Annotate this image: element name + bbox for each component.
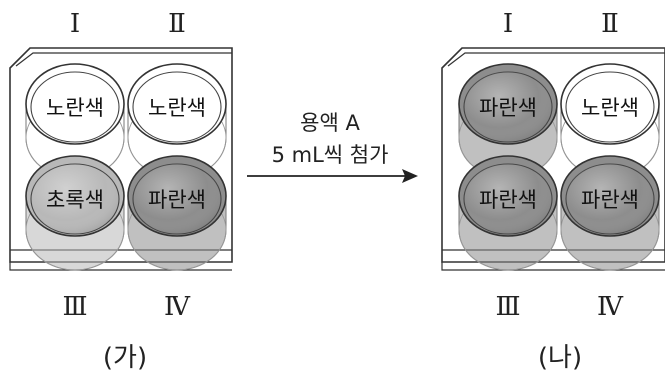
reagent-arrow: 용액 A 5 mL씩 첨가 <box>247 111 418 183</box>
well-III-label: 초록색 <box>46 188 104 212</box>
arrow-text-line2: 5 mL씩 첨가 <box>272 143 389 167</box>
panel-b-row-label-1: Ⅲ <box>495 292 520 322</box>
well-IV: 파란색 <box>127 155 227 271</box>
well-II: 노란색 <box>560 63 660 179</box>
panel-b-row-label-2: Ⅳ <box>597 292 624 322</box>
well-II-label: 노란색 <box>581 96 639 120</box>
panel-a-row-label-1: Ⅲ <box>62 292 87 322</box>
well-III: 파란색 <box>458 155 558 271</box>
panel-b-col-label-1: Ⅰ <box>503 9 513 39</box>
arrow-text-line1: 용액 A <box>300 111 360 135</box>
well-I-label: 노란색 <box>46 96 104 120</box>
well-IV-label: 파란색 <box>581 188 639 212</box>
well-I: 노란색 <box>25 63 125 179</box>
well-IV-label: 파란색 <box>148 188 206 212</box>
panel-a-col-label-1: Ⅰ <box>70 9 80 39</box>
panel-a-caption: (가) <box>103 343 147 373</box>
arrow-head <box>402 169 418 183</box>
well-IV: 파란색 <box>560 155 660 271</box>
panel-b-caption: (나) <box>538 343 582 373</box>
panel-a-row-label-2: Ⅳ <box>164 292 191 322</box>
well-III-label: 파란색 <box>479 188 537 212</box>
well-I: 파란색 <box>458 63 558 179</box>
panel-a-col-label-2: Ⅱ <box>168 9 186 39</box>
well-III: 초록색 <box>25 155 125 271</box>
well-II: 노란색 <box>127 63 227 179</box>
panel-b-col-label-2: Ⅱ <box>601 9 619 39</box>
well-I-label: 파란색 <box>479 96 537 120</box>
well-II-label: 노란색 <box>148 96 206 120</box>
